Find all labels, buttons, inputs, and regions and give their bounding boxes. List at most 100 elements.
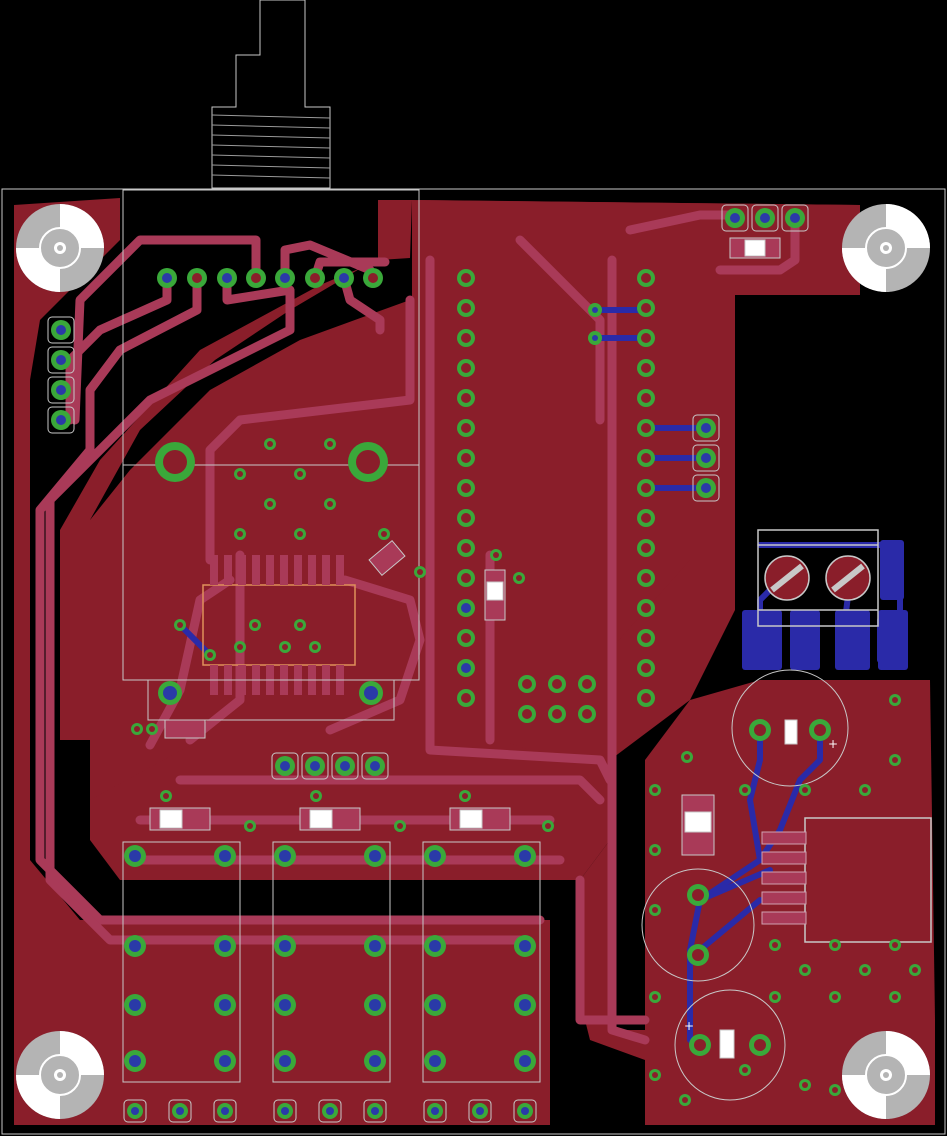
pad-icon — [331, 752, 359, 780]
pad-icon — [124, 935, 146, 957]
pad-icon — [739, 784, 751, 796]
pad-icon — [246, 268, 266, 288]
pad-icon — [294, 619, 306, 631]
pad-icon — [214, 935, 236, 957]
pad-icon — [649, 991, 661, 1003]
pad-icon — [637, 539, 655, 557]
pad-icon — [457, 689, 475, 707]
pad-icon — [47, 316, 75, 344]
pad-icon — [301, 752, 329, 780]
pad-icon — [457, 389, 475, 407]
terminal-block — [757, 529, 879, 627]
pad-icon — [131, 723, 143, 735]
capacitor-labels: + + — [684, 737, 838, 1033]
pad-icon — [47, 406, 75, 434]
pad-icon — [859, 964, 871, 976]
pad-icon — [146, 723, 158, 735]
pad-icon — [457, 509, 475, 527]
pad-icon — [274, 994, 296, 1016]
pad-icon — [457, 629, 475, 647]
pad-icon — [692, 414, 720, 442]
pad-icon — [47, 376, 75, 404]
pad-icon — [275, 268, 295, 288]
pad-icon — [264, 438, 276, 450]
pad-icon — [457, 539, 475, 557]
pad-icon — [273, 1099, 297, 1123]
pad-icon — [348, 442, 388, 482]
pad-icon — [309, 641, 321, 653]
pad-icon — [513, 1099, 537, 1123]
pad-icon — [324, 438, 336, 450]
pad-icon — [649, 844, 661, 856]
pad-icon — [637, 299, 655, 317]
pad-icon — [751, 204, 779, 232]
pad-icon — [294, 528, 306, 540]
pad-icon — [692, 474, 720, 502]
pad-icon — [47, 346, 75, 374]
pad-icon — [637, 269, 655, 287]
pad-icon — [324, 498, 336, 510]
pad-icon — [158, 681, 182, 705]
pad-icon — [769, 939, 781, 951]
pad-icon — [361, 752, 389, 780]
pad-icon — [187, 268, 207, 288]
pad-icon — [124, 994, 146, 1016]
encoder-shaft-outline — [211, 0, 331, 189]
mounting-hole-icon — [16, 204, 930, 1119]
pad-icon — [889, 754, 901, 766]
terminal-bottom-pads — [742, 540, 908, 670]
pad-icon — [681, 751, 693, 763]
pad-icon — [457, 569, 475, 587]
pad-icon — [124, 845, 146, 867]
pad-icon — [457, 359, 475, 377]
pad-icon — [588, 303, 602, 317]
pad-icon — [214, 845, 236, 867]
pad-icon — [721, 204, 749, 232]
pad-icon — [174, 619, 186, 631]
pad-icon — [394, 820, 406, 832]
pad-icon — [514, 935, 536, 957]
pad-icon — [829, 991, 841, 1003]
pad-icon — [518, 705, 536, 723]
pad-icon — [637, 509, 655, 527]
pad-icon — [234, 641, 246, 653]
pad-icon — [364, 935, 386, 957]
pad-icon — [578, 705, 596, 723]
pad-icon — [548, 675, 566, 693]
pad-icon — [689, 1034, 711, 1056]
pad-group — [47, 204, 921, 1123]
pad-icon — [424, 1050, 446, 1072]
pad-icon — [749, 1034, 771, 1056]
pad-icon — [468, 1099, 492, 1123]
pad-icon — [123, 1099, 147, 1123]
pad-icon — [769, 991, 781, 1003]
pad-icon — [514, 845, 536, 867]
copper-pour-bottom-bridge — [580, 840, 645, 1060]
pad-icon — [513, 572, 525, 584]
pad-icon — [687, 884, 709, 906]
pad-icon — [279, 641, 291, 653]
pad-icon — [363, 1099, 387, 1123]
pad-icon — [588, 331, 602, 345]
pad-icon — [160, 790, 172, 802]
pad-icon — [244, 820, 256, 832]
pad-icon — [637, 629, 655, 647]
pad-icon — [637, 569, 655, 587]
pad-icon — [679, 1094, 691, 1106]
pad-icon — [124, 1050, 146, 1072]
pad-icon — [637, 689, 655, 707]
pad-icon — [457, 329, 475, 347]
pad-icon — [637, 659, 655, 677]
pad-icon — [168, 1099, 192, 1123]
pad-icon — [213, 1099, 237, 1123]
pad-icon — [799, 964, 811, 976]
pad-icon — [749, 719, 771, 741]
pad-icon — [364, 994, 386, 1016]
pad-icon — [155, 442, 195, 482]
pad-icon — [739, 1064, 751, 1076]
pad-icon — [457, 419, 475, 437]
svg-text:+: + — [828, 737, 838, 751]
pad-icon — [637, 359, 655, 377]
pad-icon — [378, 528, 390, 540]
pad-icon — [490, 549, 502, 561]
